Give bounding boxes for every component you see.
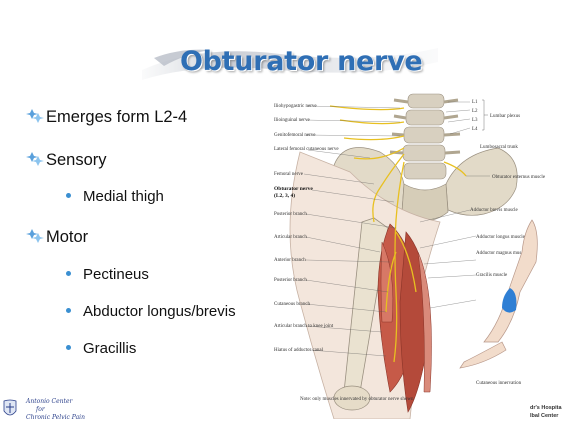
bullet-text: Medial thigh — [83, 188, 164, 205]
inset-leg: Cutaneous innervation — [460, 220, 537, 386]
logo-line: dr's Hospita — [530, 405, 562, 411]
bullet-level2: Gracillis — [66, 340, 136, 357]
bullet-level1: Sensory — [26, 151, 107, 170]
figure-label: Gracilis muscle — [476, 273, 508, 278]
logo-line: lbal Center — [530, 413, 558, 419]
figure-label: Cutaneous branch — [274, 302, 310, 307]
figure-label: Lateral femoral cutaneous nerve — [274, 147, 339, 152]
figure-label: Posterior branch — [274, 212, 307, 217]
bullet-text: Sensory — [46, 151, 107, 169]
figure-label: Lumbosacral trunk — [480, 145, 518, 150]
figure-label: Hiatus of adductor canal — [274, 348, 324, 353]
logo-line: for — [36, 406, 45, 413]
diamond-star-bullet-icon — [26, 108, 44, 124]
anatomy-illustration: Iliohypogastric nerve Ilioinguinal nerve… — [270, 92, 563, 419]
figure-label: Adductor brevis muscle — [470, 208, 519, 213]
bullet-text: Gracillis — [83, 340, 136, 357]
inset-label: Cutaneous innervation — [476, 381, 522, 386]
dot-bullet-icon — [66, 271, 71, 276]
diamond-star-bullet-icon — [26, 151, 44, 167]
figure-label: Obturator externus muscle — [492, 175, 546, 180]
figure-label: L1 — [472, 100, 478, 105]
figure-label-roots: (L2, 3, 4) — [274, 192, 295, 199]
left-logo: Antonio Center for Chronic Pelvic Pain — [2, 393, 72, 426]
bullet-level1: Emerges form L2-4 — [26, 108, 187, 127]
bullet-level2: Pectineus — [66, 266, 149, 283]
title-area: Obturator nerve — [140, 40, 440, 86]
dot-bullet-icon — [66, 308, 71, 313]
bullet-text: Abductor longus/brevis — [83, 303, 236, 320]
bullet-level2: Medial thigh — [66, 188, 164, 205]
slide-title: Obturator nerve — [180, 46, 440, 77]
logo-line: Antonio Center — [26, 398, 72, 405]
figure-label-magnus: Adductor magnus muscle — [476, 251, 528, 256]
dot-bullet-icon — [66, 193, 71, 198]
clinic-emblem-icon — [2, 399, 18, 419]
figure-label: Posterior branch — [274, 278, 307, 283]
logo-line: Chronic Pelvic Pain — [26, 414, 85, 421]
bullet-text: Motor — [46, 228, 88, 246]
figure-label: L3 — [472, 118, 478, 123]
dot-bullet-icon — [66, 345, 71, 350]
figure-label: Lumbar plexus — [490, 114, 520, 119]
right-logo: dr's Hospita lbal Center — [530, 405, 563, 425]
figure-label: Femoral nerve — [274, 172, 304, 177]
figure-note: Note: only muscles innervated by obturat… — [300, 397, 414, 402]
bullet-text: Pectineus — [83, 266, 149, 283]
bullet-level1: Motor — [26, 228, 88, 247]
figure-label-obturator: Obturator nerve — [274, 186, 313, 192]
figure-label: Ilioinguinal nerve — [274, 118, 310, 123]
diamond-star-bullet-icon — [26, 228, 44, 244]
figure-label: Anterior branch — [274, 258, 306, 263]
bullet-level2: Abductor longus/brevis — [66, 303, 236, 320]
bullet-text: Emerges form L2-4 — [46, 108, 187, 126]
figure-label: L2 — [472, 109, 478, 114]
figure-label: Genitofemoral nerve — [274, 133, 316, 138]
figure-label: L4 — [472, 127, 478, 132]
figure-label: Articular branch to knee joint — [274, 324, 334, 329]
figure-label: Iliohypogastric nerve — [274, 104, 317, 109]
figure-label: Articular branch — [274, 235, 307, 240]
